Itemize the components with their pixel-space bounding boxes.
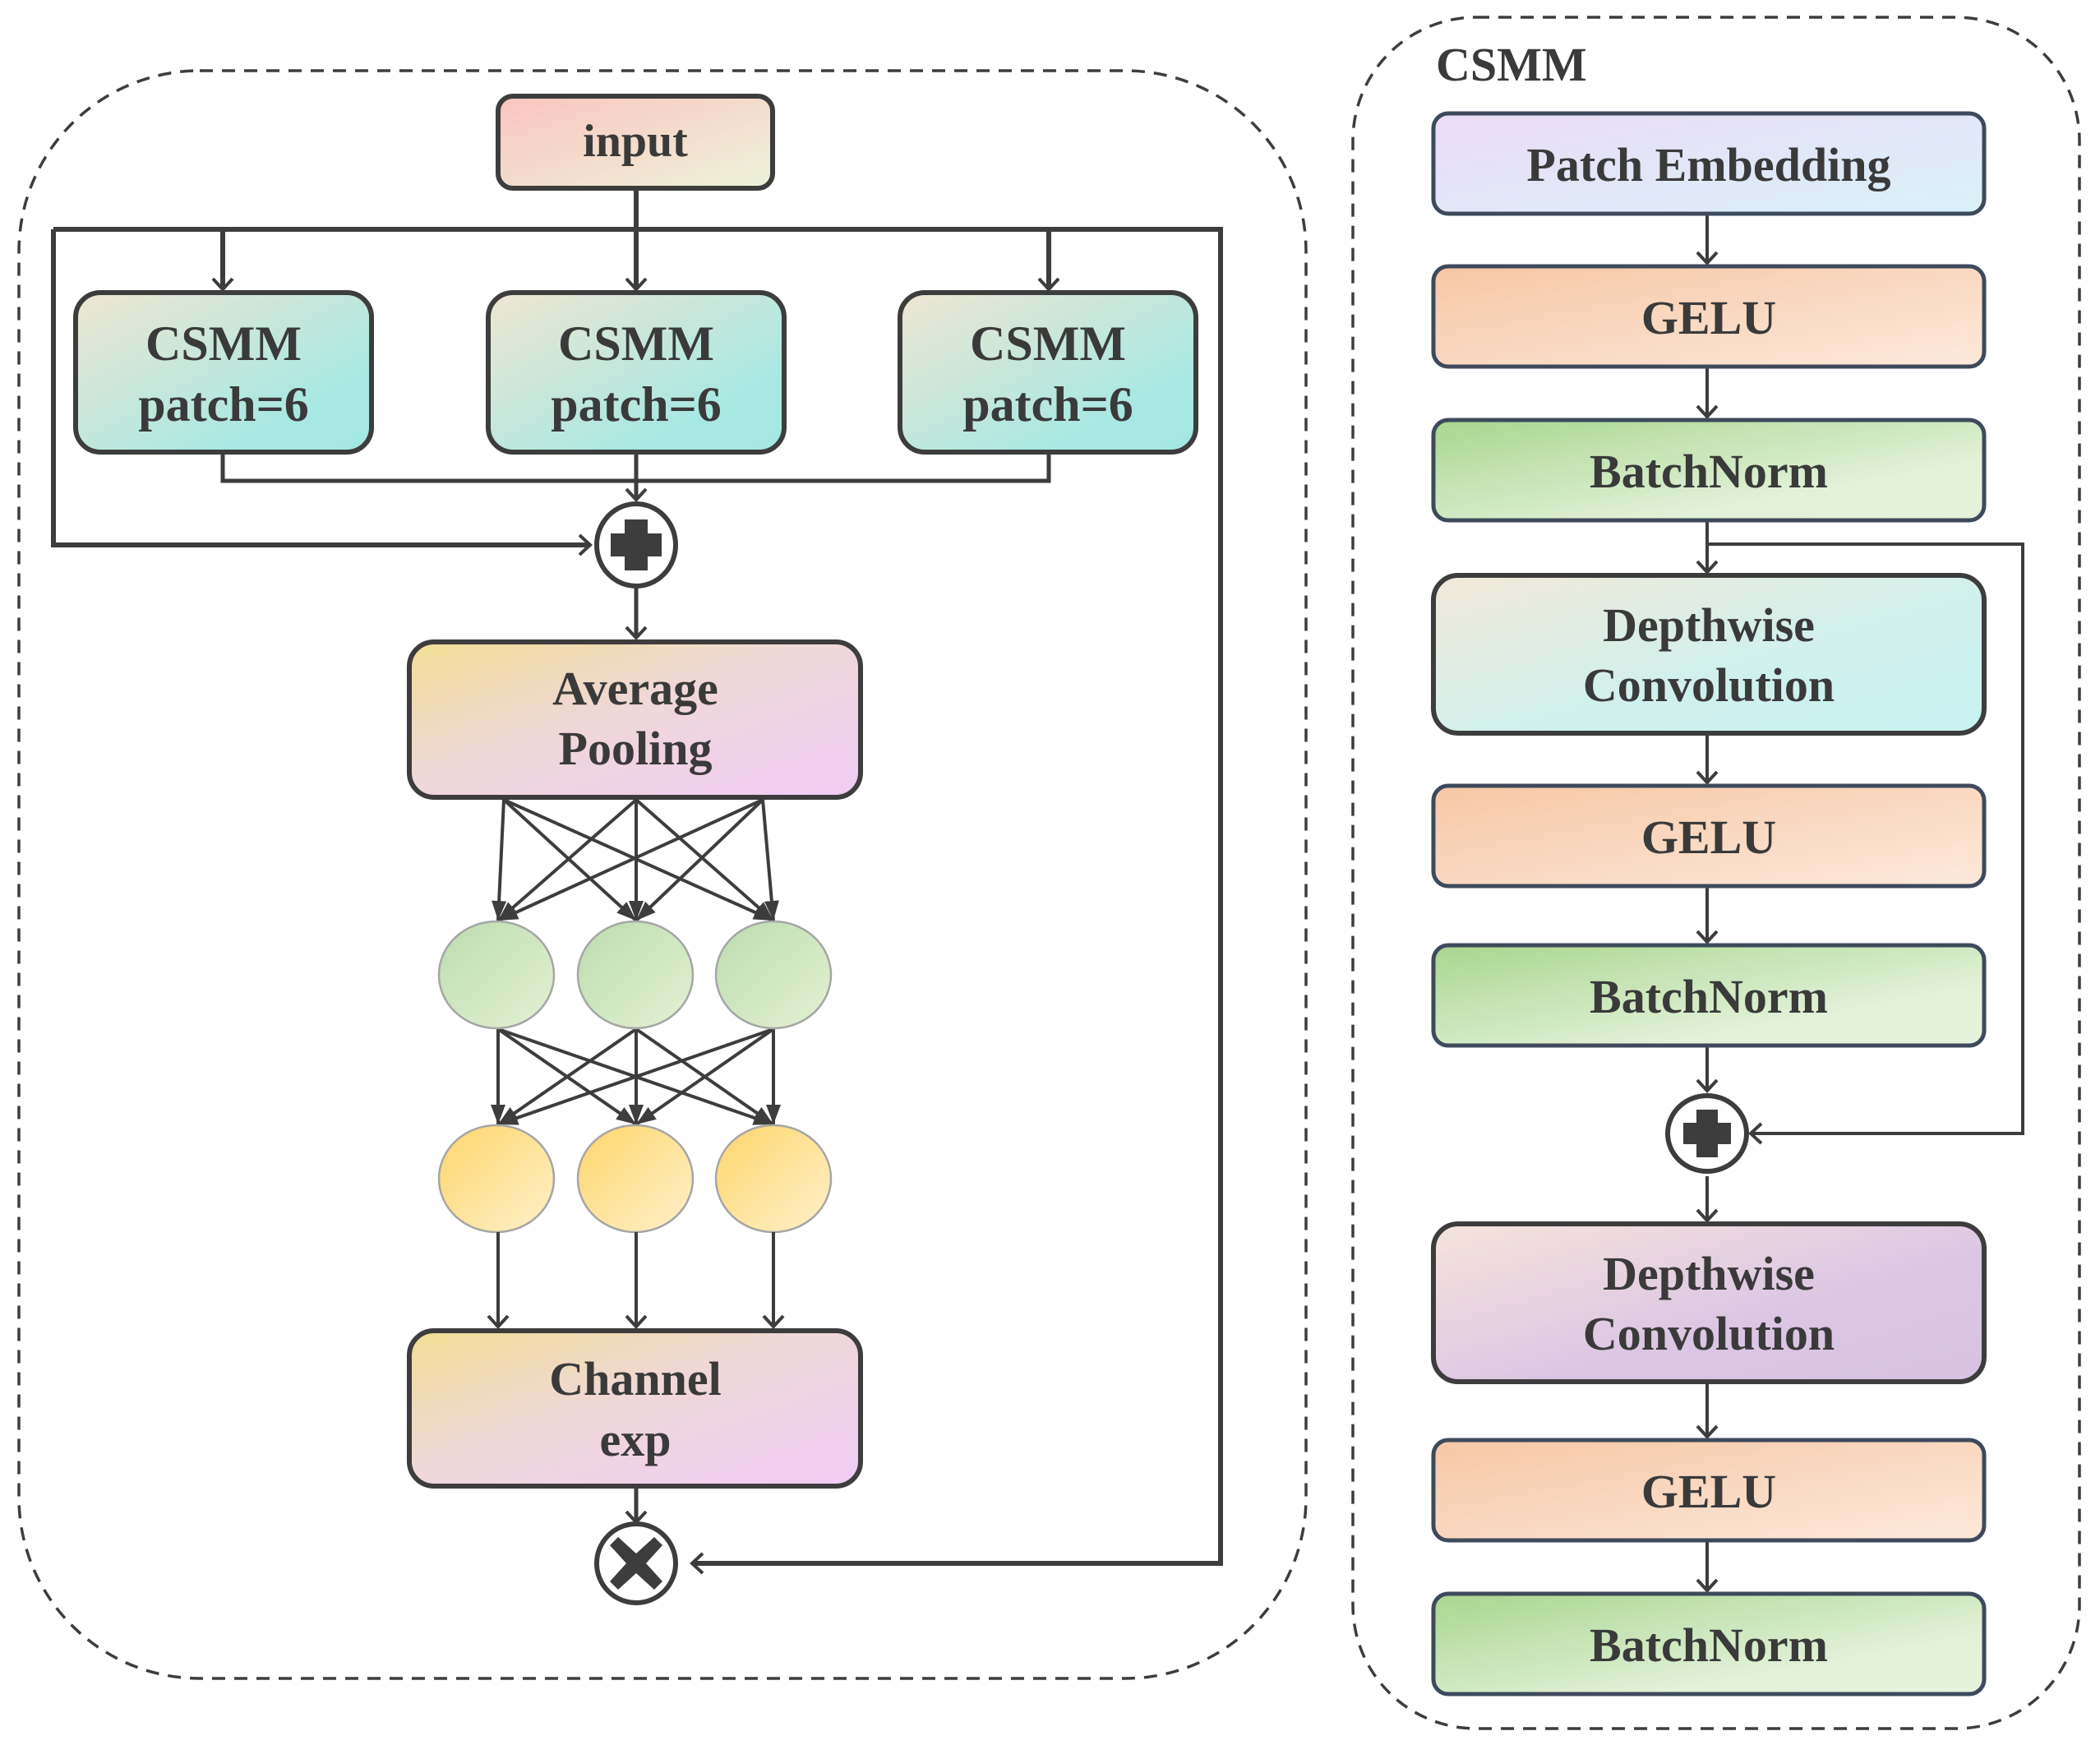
gelu-block-1: GELU (1431, 264, 1987, 369)
connection-edge (497, 1027, 774, 1126)
residual-loop-connector (51, 191, 1223, 1563)
right-panel-arrows (1707, 215, 2024, 1590)
channel-exp-label-2: exp (600, 1413, 672, 1466)
output-node (576, 1124, 695, 1234)
connection-edge (496, 1027, 638, 1126)
csmm-patch-label: patch=6 (138, 377, 309, 432)
connection-edge (761, 799, 779, 921)
batchnorm-block-2: BatchNorm (1431, 943, 1987, 1048)
connection-edge (635, 798, 764, 922)
hidden-node (437, 920, 556, 1030)
hidden-node (714, 920, 833, 1030)
patch-embedding-block: Patch Embedding (1431, 111, 1987, 216)
gelu-block-2: GELU (1431, 783, 1987, 889)
csmm-patch-label: patch=6 (551, 377, 722, 432)
output-node (714, 1124, 833, 1234)
depthwise-conv-block-1: Depthwise Convolution (1431, 573, 1987, 736)
batchnorm-label: BatchNorm (1590, 970, 1828, 1023)
average-pooling-block: Average Pooling (407, 639, 863, 800)
depthwise-label: Depthwise (1603, 598, 1815, 652)
dense-connections-1 (492, 798, 779, 922)
csmm-merge-connector (220, 453, 1051, 638)
node-to-channel-arrows (498, 1232, 773, 1327)
input-label: input (583, 116, 688, 167)
connection-edge (492, 799, 507, 921)
patch-embedding-label: Patch Embedding (1526, 138, 1890, 192)
convolution-label: Convolution (1583, 658, 1835, 712)
csmm-label: CSMM (970, 316, 1126, 371)
average-pooling-label-2: Pooling (559, 722, 713, 775)
hidden-node (576, 920, 695, 1030)
plus-icon (1665, 1093, 1749, 1174)
convolution-label: Convolution (1583, 1307, 1835, 1360)
batchnorm-label: BatchNorm (1590, 445, 1828, 498)
csmm-patch-label: patch=6 (962, 377, 1133, 432)
connection-edge (496, 798, 638, 922)
left-panel-border (17, 69, 1308, 1680)
depthwise-label: Depthwise (1603, 1247, 1815, 1300)
depthwise-conv-block-2: Depthwise Convolution (1431, 1221, 1987, 1384)
connection-edge (497, 798, 764, 922)
csmm-block-1: CSMM patch=6 (73, 290, 374, 455)
gelu-label: GELU (1641, 1465, 1776, 1518)
average-pooling-label: Average (552, 662, 718, 715)
batchnorm-block-1: BatchNorm (1431, 418, 1987, 523)
multiply-icon (594, 1521, 678, 1605)
gelu-label: GELU (1641, 810, 1776, 864)
csmm-label: CSMM (145, 316, 302, 371)
connection-edge (635, 798, 775, 922)
csmm-block-3: CSMM patch=6 (898, 290, 1198, 455)
channel-exp-block: Channel exp (407, 1328, 863, 1489)
hidden-layer (437, 920, 833, 1030)
plus-icon (594, 501, 678, 589)
channel-exp-label: Channel (549, 1352, 722, 1406)
gelu-block-3: GELU (1431, 1438, 1987, 1543)
csmm-panel-title: CSMM (1436, 38, 1587, 91)
batchnorm-block-3: BatchNorm (1431, 1591, 1987, 1697)
batchnorm-label: BatchNorm (1590, 1618, 1828, 1672)
output-layer (437, 1124, 833, 1234)
output-node (437, 1124, 556, 1234)
gelu-label: GELU (1641, 291, 1776, 344)
connection-edge (635, 1027, 775, 1126)
connection-edge (503, 798, 774, 922)
input-block: input (496, 94, 775, 191)
csmm-block-2: CSMM patch=6 (486, 290, 787, 455)
connection-edge (502, 798, 638, 922)
skip-connection (1707, 542, 2024, 1133)
dense-connections-2 (491, 1027, 781, 1126)
right-panel-border (1351, 16, 2081, 1730)
csmm-label: CSMM (558, 316, 714, 371)
